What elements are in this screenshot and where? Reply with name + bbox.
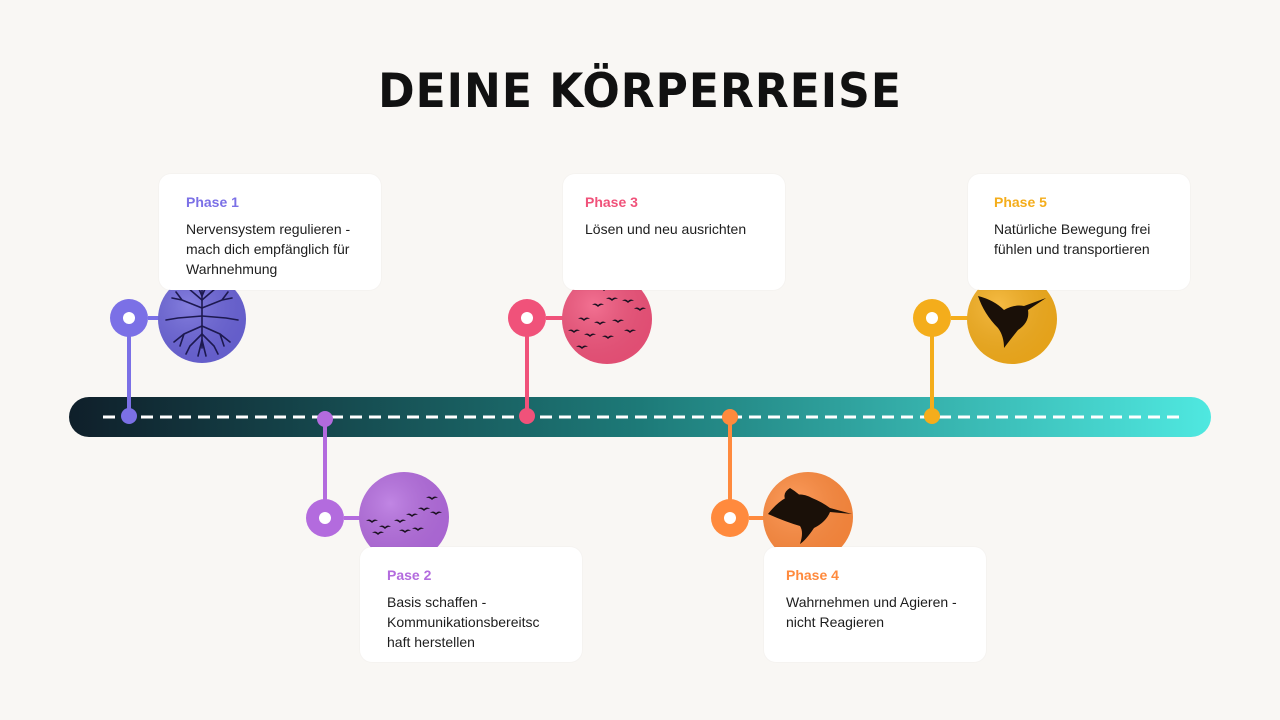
phase-3-label: Phase 3 (585, 194, 638, 210)
phase-5-text: Natürliche Bewegung frei fühlen und tran… (994, 221, 1151, 257)
bird-flock-icon (359, 472, 449, 562)
phase-3-marker (508, 299, 565, 424)
phase-4-label: Phase 4 (786, 567, 839, 583)
phase-3-text: Lösen und neu ausrichten (585, 221, 747, 237)
phase-5-label: Phase 5 (994, 194, 1047, 210)
phase-3-card: Phase 3 Lösen und neu ausrichten (563, 174, 785, 290)
phase-4-marker (711, 409, 767, 537)
phase-5-marker (913, 299, 968, 424)
phase-1-text: Nervensystem regulieren - mach dich empf… (186, 221, 351, 277)
phase-5-card: Phase 5 Natürliche Bewegung frei fühlen … (968, 174, 1190, 290)
phase-4-text: Wahrnehmen und Agieren - nicht Reagieren (786, 594, 957, 630)
phase-2-label: Pase 2 (387, 567, 432, 583)
phase-2-marker (306, 411, 362, 537)
phase-2-card: Pase 2 Basis schaffen - Kommunikationsbe… (360, 547, 582, 662)
hummingbird-icon (763, 472, 853, 562)
page-title: DEINE KÖRPERREISE (378, 63, 902, 120)
hummingbird-icon (967, 274, 1057, 364)
bird-flock-icon (562, 274, 652, 364)
phase-1-label: Phase 1 (186, 194, 239, 210)
phase-1-marker (110, 299, 162, 424)
phase-4-card: Phase 4 Wahrnehmen und Agieren - nicht R… (764, 547, 986, 662)
phase-2-text: Basis schaffen - Kommunikationsbereitsc … (387, 594, 540, 650)
phase-1-card: Phase 1 Nervensystem regulieren - mach d… (159, 174, 381, 290)
